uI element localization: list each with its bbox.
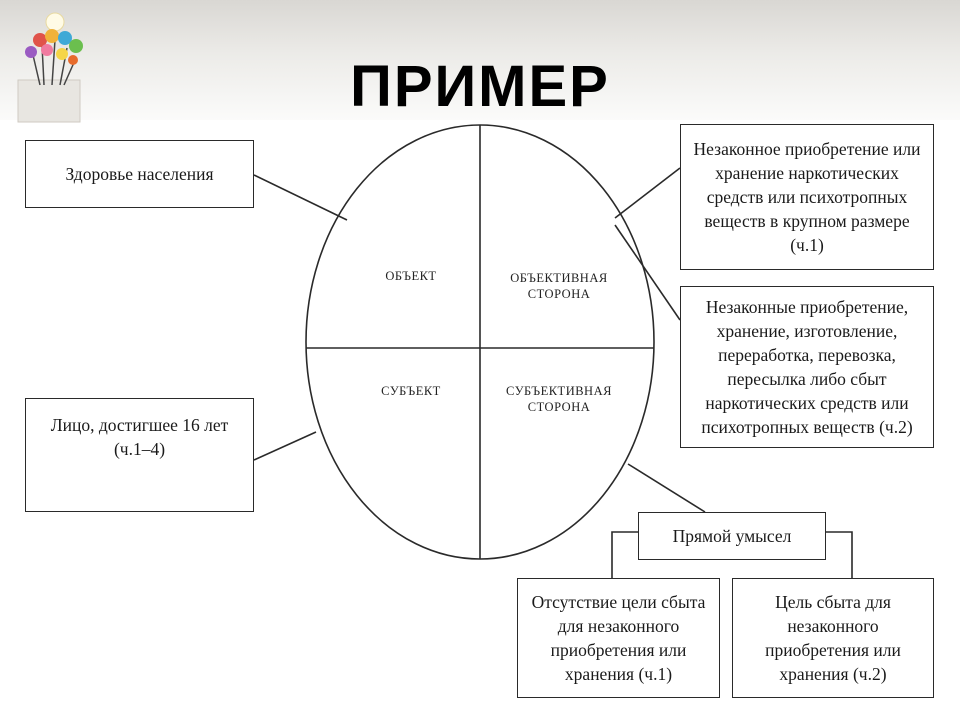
- box-subjective-1-text: Отсутствие цели сбыта для незаконного пр…: [531, 592, 706, 684]
- connector-object: [253, 174, 348, 221]
- quadrant-subject: СУБЪЕКТ: [381, 384, 441, 398]
- box-subjective: Прямой умысел: [638, 512, 826, 560]
- box-subjective-2: Цель сбыта для незаконного приобретения …: [732, 578, 934, 698]
- connector-subjective: [627, 463, 706, 513]
- lightbulb-bouquet-icon: [17, 12, 83, 123]
- quadrant-subjective-side: СУБЪЕКТИВНАЯ СТОРОНА: [506, 384, 612, 414]
- slide-title: ПРИМЕР: [350, 54, 610, 119]
- quadrant-object: ОБЪЕКТ: [385, 269, 437, 283]
- box-object-text: Здоровье населения: [65, 164, 214, 184]
- box-objective-2: Незаконные приобретение, хранение, изгот…: [680, 286, 934, 448]
- box-objective-1-text: Незаконное приобретение или хранение нар…: [693, 139, 921, 255]
- connector-objective-1: [614, 167, 681, 219]
- box-subjective-2-text: Цель сбыта для незаконного приобретения …: [765, 592, 901, 684]
- box-objective-2-text: Незаконные приобретение, хранение, изгот…: [701, 297, 913, 437]
- box-subject-text: Лицо, достигшее 16 лет (ч.1–4): [50, 415, 229, 459]
- box-subjective-1: Отсутствие цели сбыта для незаконного пр…: [517, 578, 720, 698]
- quadrant-objective-side: ОБЪЕКТИВНАЯ СТОРОНА: [510, 271, 608, 301]
- header-banner: [0, 0, 960, 120]
- bracket-subjective: [611, 531, 638, 578]
- bracket-subjective-right: [826, 531, 853, 578]
- box-subject: Лицо, достигшее 16 лет (ч.1–4): [25, 398, 254, 512]
- connector-subject: [253, 431, 317, 461]
- box-objective-1: Незаконное приобретение или хранение нар…: [680, 124, 934, 270]
- box-subjective-text: Прямой умысел: [672, 526, 792, 546]
- box-object: Здоровье населения: [25, 140, 254, 208]
- connector-objective-2: [614, 224, 681, 321]
